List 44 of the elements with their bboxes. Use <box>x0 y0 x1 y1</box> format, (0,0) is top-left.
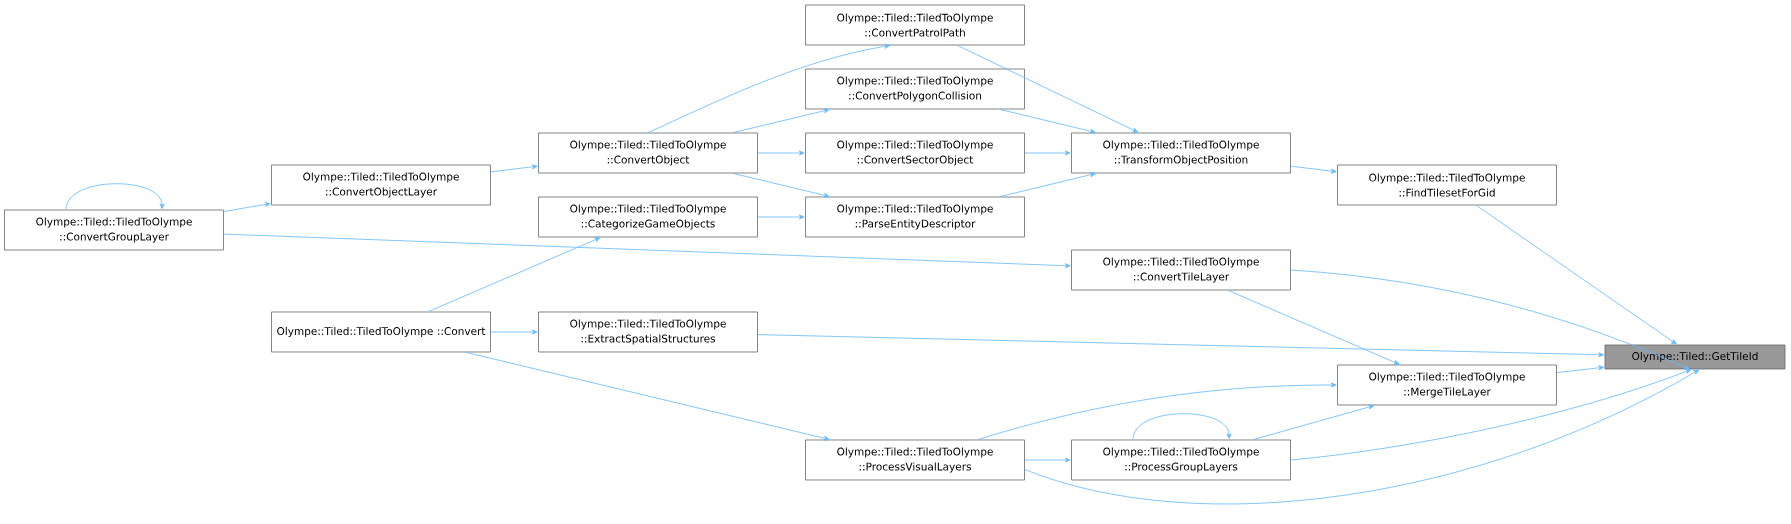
function-box: Olympe::Tiled::TiledToOlympe ::ConvertObject <box>538 132 758 174</box>
arrow <box>757 150 805 156</box>
arrow <box>1290 369 1692 461</box>
arrow <box>1556 365 1604 373</box>
arrow <box>223 202 271 212</box>
arrow <box>490 329 538 335</box>
arrow <box>65 183 165 210</box>
function-box: Olympe::Tiled::TiledToOlympe ::ConvertPolygonCollision <box>805 68 1025 110</box>
function-box: Olympe::Tiled::TiledToOlympe ::ProcessVisualLayers <box>805 439 1025 481</box>
arrow <box>1227 290 1400 365</box>
function-box: Olympe::Tiled::TiledToOlympe ::ConvertPatrolPath <box>805 4 1025 46</box>
arrow <box>977 382 1337 440</box>
function-box: Olympe::Tiled::TiledToOlympe ::ConvertTileLayer <box>1071 249 1291 291</box>
arrow <box>1290 165 1337 174</box>
arrow <box>1024 457 1071 463</box>
arrow <box>1475 205 1677 345</box>
arrow <box>490 164 538 173</box>
function-box: Olympe::Tiled::TiledToOlympe ::ConvertSectorObject <box>805 132 1025 174</box>
arrow <box>647 43 891 133</box>
function-box: Olympe::Tiled::TiledToOlympe ::ProcessGroupLayers <box>1071 439 1291 481</box>
arrow <box>427 237 601 312</box>
function-box: Olympe::Tiled::TiledToOlympe ::ExtractSpatialStructures <box>538 311 758 353</box>
arrow <box>999 109 1096 134</box>
arrow <box>465 352 830 441</box>
arrow <box>223 233 1071 269</box>
arrow <box>1024 369 1700 505</box>
function-box: Olympe::Tiled::TiledToOlympe ::FindTilesetForGid <box>1337 164 1557 206</box>
function-box: Olympe::Tiled::GetTileId <box>1604 344 1786 370</box>
arrow <box>1290 269 1690 370</box>
function-box: Olympe::Tiled::TiledToOlympe ::CategorizeGameObjects <box>538 196 758 238</box>
arrow <box>1024 150 1071 156</box>
arrow <box>757 214 805 220</box>
arrow <box>732 108 830 133</box>
function-box: Olympe::Tiled::TiledToOlympe ::ConvertObjectLayer <box>271 164 491 206</box>
arrow <box>1132 413 1232 440</box>
function-box: Olympe::Tiled::TiledToOlympe ::ParseEntityDescriptor <box>805 196 1025 238</box>
arrow <box>957 45 1139 133</box>
function-box: Olympe::Tiled::TiledToOlympe ::ConvertGroupLayer <box>4 209 224 251</box>
function-box: Olympe::Tiled::TiledToOlympe ::Convert <box>271 311 491 353</box>
arrow <box>757 334 1604 358</box>
function-box: Olympe::Tiled::TiledToOlympe ::MergeTileLayer <box>1337 364 1557 406</box>
function-box: Olympe::Tiled::TiledToOlympe ::TransformObjectPosition <box>1071 132 1291 174</box>
arrow <box>732 173 830 198</box>
arrow <box>1252 404 1375 440</box>
